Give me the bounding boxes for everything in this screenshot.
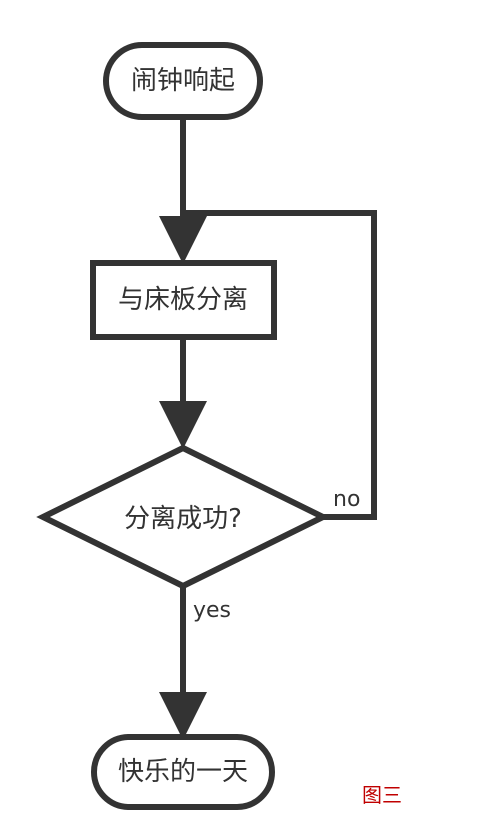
decision-label: 分离成功? <box>124 504 242 534</box>
end-terminator <box>91 734 275 810</box>
yes-label: yes <box>193 598 231 623</box>
end-label: 快乐的一天 <box>118 757 248 787</box>
edge-no-loop <box>183 210 377 520</box>
start-label: 闹钟响起 <box>131 66 235 96</box>
process-label: 与床板分离 <box>118 285 248 315</box>
no-label: no <box>333 487 360 512</box>
figure-caption: 图三 <box>362 783 402 807</box>
